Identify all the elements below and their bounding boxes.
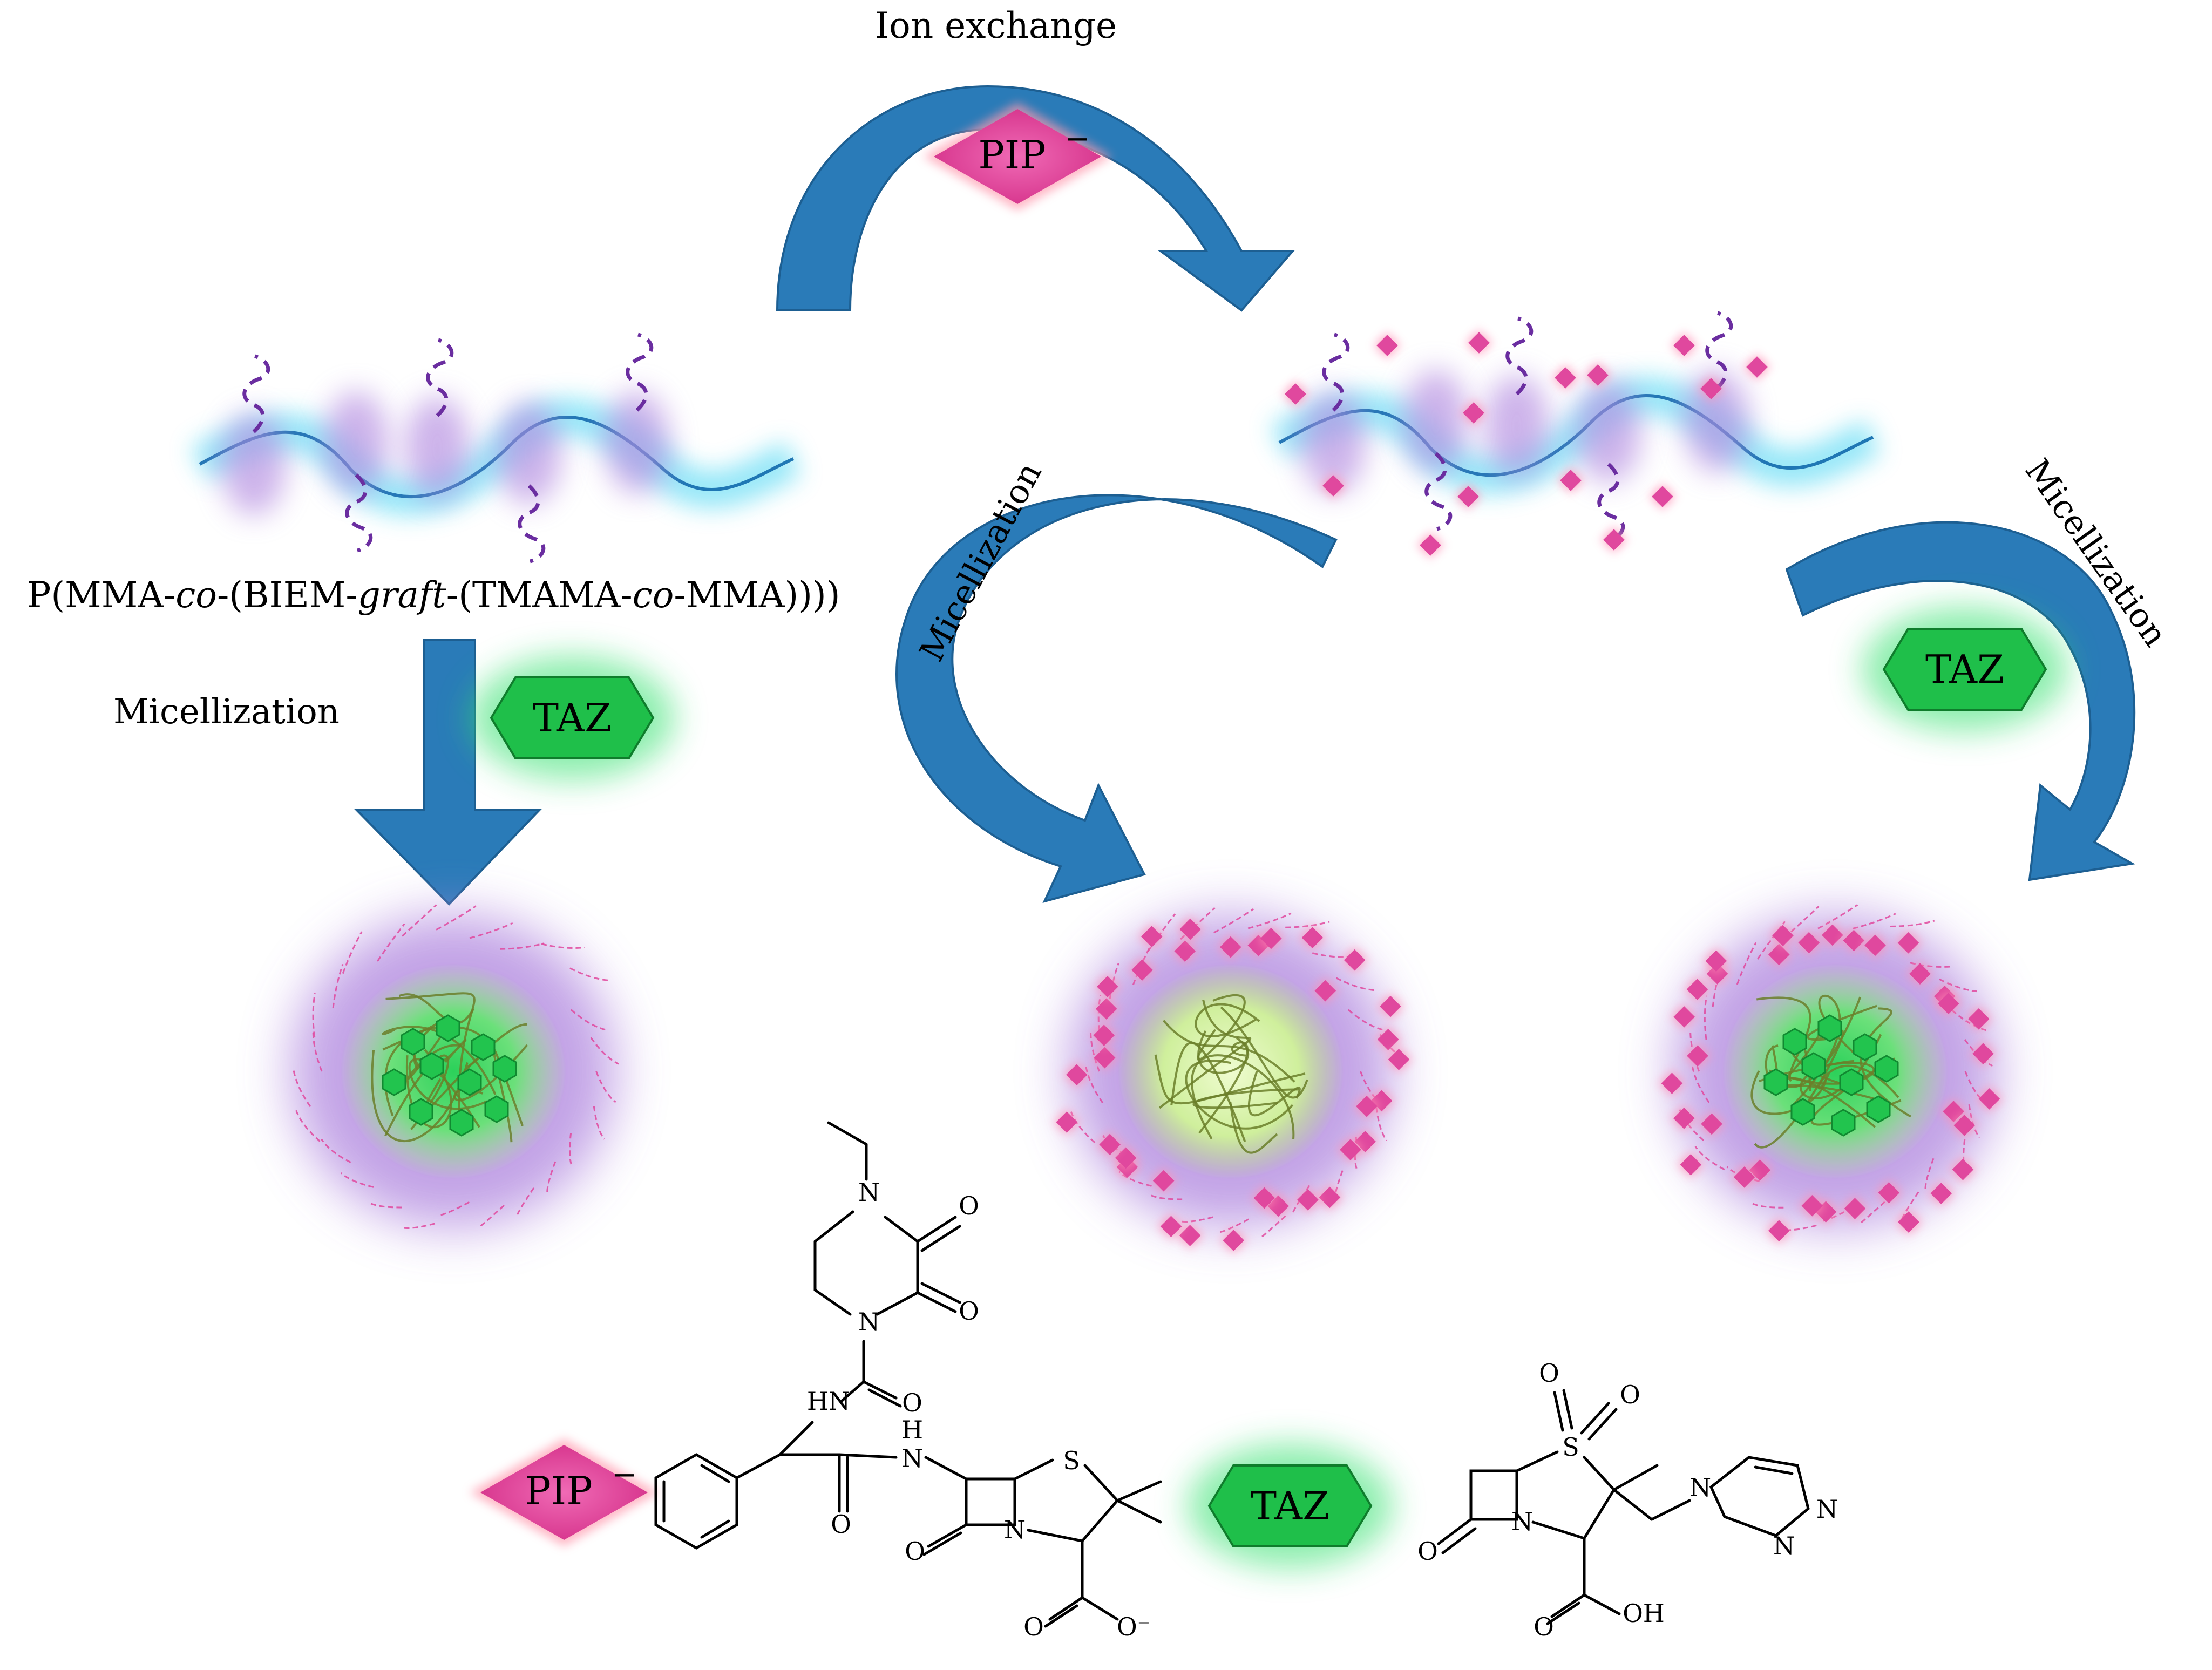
pip-ion (1558, 467, 1584, 493)
pip-charge: − (612, 1457, 637, 1492)
graft-chain (405, 338, 470, 499)
svg-text:S: S (1063, 1446, 1080, 1475)
taz-molecule (401, 1028, 425, 1056)
svg-text:O: O (1023, 1612, 1044, 1641)
pip-charge: − (1065, 121, 1090, 157)
pip-ion (1466, 330, 1492, 356)
svg-text:O: O (905, 1537, 925, 1566)
svg-text:S: S (1562, 1433, 1579, 1462)
micelle-taz-loaded (291, 904, 619, 1229)
taz-label: TAZ (1925, 647, 2004, 692)
pip-ion (1552, 365, 1578, 391)
svg-text:O: O (959, 1296, 979, 1326)
pip-badge-legend: PIP − (470, 1438, 659, 1546)
taz-molecule (1866, 1095, 1891, 1123)
taz-molecule (1782, 1028, 1807, 1056)
graft-chain (1484, 316, 1549, 478)
svg-text:O: O (1620, 1380, 1640, 1409)
ion-exchange-arrow (776, 85, 1295, 312)
svg-text:HN: HN (807, 1387, 850, 1416)
ion-exchanged-copolymer (1270, 311, 1881, 558)
taz-molecule (1790, 1098, 1815, 1126)
graft-chain (497, 402, 561, 564)
pip-ion (1417, 532, 1443, 558)
taz-molecule (436, 1014, 460, 1042)
svg-text:N: N (858, 1307, 880, 1336)
copolymer-name: P(MMA-co-(BIEM-graft-(TMAMA-co-MMA)))) (27, 574, 840, 616)
taz-label: TAZ (1251, 1483, 1329, 1529)
taz-molecule (471, 1033, 496, 1061)
taz-molecule (457, 1068, 482, 1096)
taz-molecule (1874, 1055, 1899, 1083)
svg-text:N: N (901, 1444, 923, 1473)
graft-copolymer (191, 332, 802, 564)
svg-text:N: N (1511, 1507, 1533, 1536)
svg-text:H: H (901, 1415, 923, 1444)
micelle-pip-taz-loaded (1659, 904, 2002, 1244)
taz-badge-legend: TAZ (1188, 1444, 1393, 1568)
pip-ion (1283, 381, 1308, 407)
pip-badge-top: PIP − (923, 103, 1112, 211)
taz-molecule (1763, 1068, 1788, 1096)
taz-label: TAZ (533, 695, 612, 741)
pip-label: PIP (525, 1468, 592, 1513)
svg-text:OH: OH (1623, 1599, 1665, 1628)
svg-text:O: O (902, 1388, 922, 1417)
taz-molecule (1817, 1014, 1842, 1042)
taz-molecule (1853, 1033, 1877, 1061)
graft-chain (221, 354, 286, 515)
taz-molecule (409, 1098, 433, 1126)
taz-molecule (1839, 1068, 1864, 1096)
tazobactam-structure: S O O N O N N N O OH (1417, 1359, 1838, 1641)
pip-ion (1374, 332, 1400, 358)
svg-text:N: N (1004, 1515, 1026, 1544)
graft-chain (1576, 381, 1641, 542)
pip-ion (1766, 1218, 1792, 1244)
micellization-arrow-right (1785, 521, 2136, 881)
pip-ion (1650, 484, 1675, 510)
micellization-label-middle: Micellization (912, 456, 1049, 668)
svg-text:O: O (1534, 1612, 1554, 1641)
svg-text:O: O (1417, 1537, 1438, 1566)
svg-text:N: N (1816, 1495, 1838, 1524)
svg-text:N: N (858, 1178, 880, 1207)
graft-chain (1301, 332, 1366, 494)
graft-chain (324, 391, 389, 553)
taz-molecule (1801, 1052, 1826, 1080)
svg-text:N: N (1773, 1531, 1795, 1560)
graft-chain (1403, 370, 1468, 531)
graft-chain (605, 332, 669, 494)
pip-ion (1744, 354, 1770, 380)
graft-chain (1684, 311, 1749, 472)
svg-text:O⁻: O⁻ (1117, 1612, 1150, 1641)
svg-text:O: O (1539, 1359, 1559, 1388)
taz-molecule (419, 1052, 444, 1080)
svg-text:N: N (1689, 1473, 1711, 1502)
ion-exchange-label: Ion exchange (875, 5, 1117, 46)
taz-badge-right: TAZ (1862, 607, 2067, 731)
pip-label: PIP (978, 132, 1046, 178)
pip-ion (1671, 332, 1697, 358)
piperacillin-structure: N N O O O HN H N O S N O O O⁻ (654, 1121, 1162, 1641)
taz-molecule (492, 1055, 517, 1083)
taz-molecule (449, 1109, 474, 1137)
svg-text:O: O (959, 1191, 979, 1220)
micellization-label-left: Micellization (113, 692, 340, 732)
micellization-arrow-left (354, 639, 542, 906)
taz-badge-left: TAZ (470, 656, 675, 780)
micelle-pip-loaded (1054, 907, 1412, 1253)
taz-molecule (1831, 1109, 1856, 1137)
taz-molecule (382, 1068, 406, 1096)
svg-text:O: O (831, 1510, 851, 1539)
taz-molecule (484, 1095, 509, 1123)
micellization-arrow-middle (895, 494, 1338, 904)
